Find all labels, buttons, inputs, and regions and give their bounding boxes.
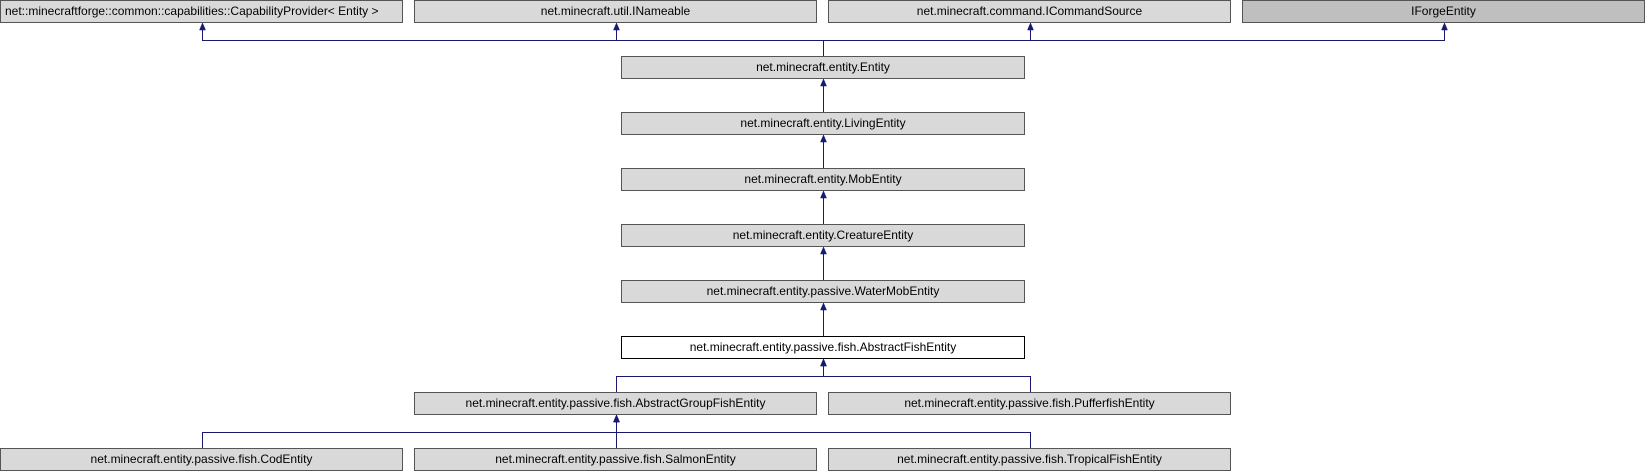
edge-entity-to-inameable xyxy=(616,29,824,57)
node-mob-entity[interactable]: net.minecraft.entity.MobEntity xyxy=(621,168,1025,191)
arrowhead-mob_entity-to-living_entity xyxy=(820,134,827,143)
node-abstract-fish-entity: net.minecraft.entity.passive.fish.Abstra… xyxy=(621,336,1025,359)
node-capability-provider[interactable]: net::minecraftforge::common::capabilitie… xyxy=(0,0,403,23)
edge-entity-to-icommand_source xyxy=(823,29,1031,57)
edge-cod_entity-to-abstract_group_fish_entity xyxy=(202,421,617,449)
node-pufferfish-entity[interactable]: net.minecraft.entity.passive.fish.Puffer… xyxy=(828,392,1231,415)
node-inameable[interactable]: net.minecraft.util.INameable xyxy=(414,0,817,23)
arrowhead-water_mob_entity-to-creature_entity xyxy=(820,246,827,255)
edge-pufferfish_entity-to-abstract_fish_entity xyxy=(823,365,1031,393)
edge-entity-to-iforge_entity xyxy=(823,29,1445,57)
edge-abstract_group_fish_entity-to-abstract_fish_entity xyxy=(616,365,824,393)
arrowhead-entity-to-inameable xyxy=(613,22,620,31)
node-cod-entity[interactable]: net.minecraft.entity.passive.fish.CodEnt… xyxy=(0,448,403,471)
edge-entity-to-capability_provider xyxy=(202,29,824,57)
node-water-mob-entity[interactable]: net.minecraft.entity.passive.WaterMobEnt… xyxy=(621,280,1025,303)
node-creature-entity[interactable]: net.minecraft.entity.CreatureEntity xyxy=(621,224,1025,247)
arrowhead-pufferfish_entity-to-abstract_fish_entity xyxy=(820,358,827,367)
arrowhead-tropical_fish_entity-to-abstract_group_fish_entity xyxy=(613,414,620,423)
arrowhead-creature_entity-to-mob_entity xyxy=(820,190,827,199)
node-living-entity[interactable]: net.minecraft.entity.LivingEntity xyxy=(621,112,1025,135)
arrowhead-entity-to-iforge_entity xyxy=(1441,22,1448,31)
node-abstract-group-fish-entity[interactable]: net.minecraft.entity.passive.fish.Abstra… xyxy=(414,392,817,415)
node-tropical-fish-entity[interactable]: net.minecraft.entity.passive.fish.Tropic… xyxy=(828,448,1231,471)
node-iforge-entity: IForgeEntity xyxy=(1242,0,1645,23)
node-salmon-entity[interactable]: net.minecraft.entity.passive.fish.Salmon… xyxy=(414,448,817,471)
arrowhead-living_entity-to-entity xyxy=(820,78,827,87)
arrowhead-abstract_fish_entity-to-water_mob_entity xyxy=(820,302,827,311)
node-icommand-source[interactable]: net.minecraft.command.ICommandSource xyxy=(828,0,1231,23)
arrowhead-entity-to-icommand_source xyxy=(1027,22,1034,31)
node-entity[interactable]: net.minecraft.entity.Entity xyxy=(621,56,1025,79)
edge-tropical_fish_entity-to-abstract_group_fish_entity xyxy=(616,421,1031,449)
arrowhead-entity-to-capability_provider xyxy=(199,22,206,31)
